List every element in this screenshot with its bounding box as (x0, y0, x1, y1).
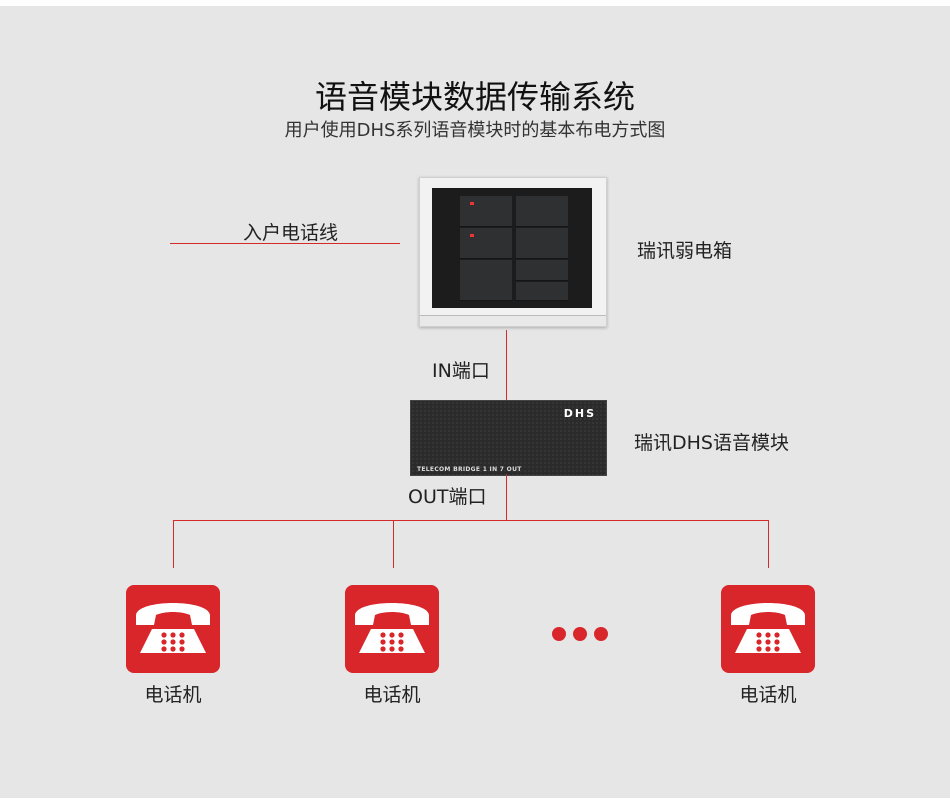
box-module (516, 260, 568, 281)
incoming-line (170, 243, 400, 244)
telephone-icon (721, 585, 815, 673)
box-module (460, 228, 512, 259)
page-subtitle: 用户使用DHS系列语音模块时的基本布电方式图 (284, 120, 666, 141)
out-port-label: OUT端口 (408, 486, 487, 508)
in-port-label: IN端口 (432, 360, 490, 382)
telephone-icon (126, 585, 220, 673)
page-title: 语音模块数据传输系统 (314, 78, 635, 116)
distribution-bus-line (173, 520, 769, 521)
led-indicator (470, 202, 474, 205)
box-module (460, 196, 512, 227)
dhs-logo: DHS (563, 407, 596, 420)
box-module (516, 282, 568, 301)
ellipsis-dot (573, 627, 587, 641)
telephone-icon (345, 585, 439, 673)
dhs-module-label: 瑞讯DHS语音模块 (634, 432, 789, 454)
out-connection-line (506, 474, 507, 520)
weak-current-box-base (420, 315, 606, 326)
box-module (516, 196, 568, 227)
phone-drop-line (173, 520, 174, 568)
incoming-line-label: 入户电话线 (243, 222, 339, 244)
ellipsis-dot (594, 627, 608, 641)
phone-label: 电话机 (363, 684, 421, 706)
phone-label: 电话机 (739, 684, 797, 706)
weak-box-label: 瑞讯弱电箱 (637, 240, 733, 262)
dhs-caption: TELECOM BRIDGE 1 IN 7 OUT (417, 466, 522, 473)
weak-current-box (419, 177, 607, 327)
in-connection-line (506, 330, 507, 400)
weak-current-box-cabinet (432, 188, 592, 308)
led-indicator (470, 234, 474, 237)
box-module (460, 260, 512, 301)
box-module (516, 228, 568, 259)
ellipsis-dot (552, 627, 566, 641)
phone-label: 电话机 (144, 684, 202, 706)
phone-drop-line (393, 520, 394, 568)
phone-drop-line (768, 520, 769, 568)
dhs-voice-module: DHS TELECOM BRIDGE 1 IN 7 OUT (410, 400, 607, 476)
